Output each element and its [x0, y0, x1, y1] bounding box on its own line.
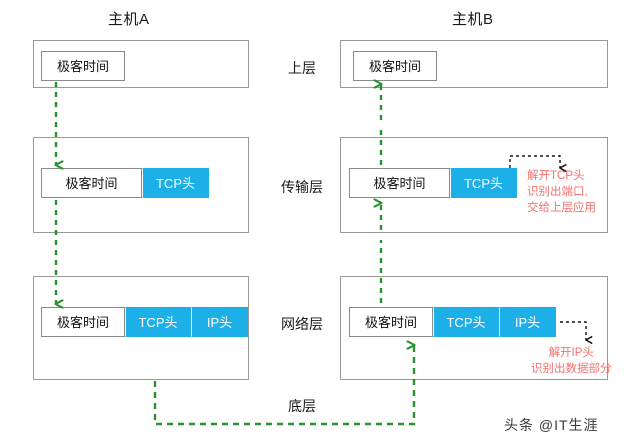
- host-a-title: 主机A: [108, 11, 150, 28]
- packet-segment-data: 极客时间: [349, 168, 450, 198]
- packet-segment-data: 极客时间: [41, 168, 142, 198]
- host-a-transport-packet: 极客时间 TCP头: [41, 168, 209, 198]
- packet-segment-ip-header: IP头: [191, 307, 248, 337]
- packet-segment-data: 极客时间: [41, 51, 125, 81]
- layer-label-upper: 上层: [288, 60, 316, 76]
- host-b-upper-packet: 极客时间: [353, 51, 437, 81]
- note-transport-line-3: 交给上层应用: [527, 202, 596, 214]
- host-a-network-packet: 极客时间 TCP头 IP头: [41, 307, 248, 337]
- packet-segment-data: 极客时间: [353, 51, 437, 81]
- packet-segment-tcp-header: TCP头: [125, 307, 191, 337]
- packet-segment-tcp-header: TCP头: [433, 307, 499, 337]
- layer-label-network: 网络层: [281, 316, 323, 332]
- packet-segment-tcp-header: TCP头: [142, 168, 209, 198]
- note-network-line-2: 识别出数据部分: [531, 363, 612, 375]
- host-b-network-packet: 极客时间 TCP头 IP头: [349, 307, 556, 337]
- note-network-decapsulation: 解开IP头 识别出数据部分: [531, 345, 612, 377]
- watermark-credit: 头条 @IT生涯: [504, 417, 599, 433]
- packet-segment-ip-header: IP头: [499, 307, 556, 337]
- host-b-title: 主机B: [452, 11, 494, 28]
- host-a-upper-packet: 极客时间: [41, 51, 125, 81]
- packet-segment-data: 极客时间: [41, 307, 125, 337]
- packet-segment-tcp-header: TCP头: [450, 168, 517, 198]
- note-transport-line-2: 识别出端口,: [527, 186, 588, 198]
- packet-segment-data: 极客时间: [349, 307, 433, 337]
- note-transport-line-1: 解开TCP头: [527, 170, 585, 182]
- layer-label-link: 底层: [288, 398, 316, 414]
- host-b-transport-packet: 极客时间 TCP头: [349, 168, 517, 198]
- layer-label-transport: 传输层: [281, 179, 323, 195]
- note-transport-decapsulation: 解开TCP头 识别出端口, 交给上层应用: [527, 168, 596, 216]
- note-network-line-1: 解开IP头: [548, 347, 594, 359]
